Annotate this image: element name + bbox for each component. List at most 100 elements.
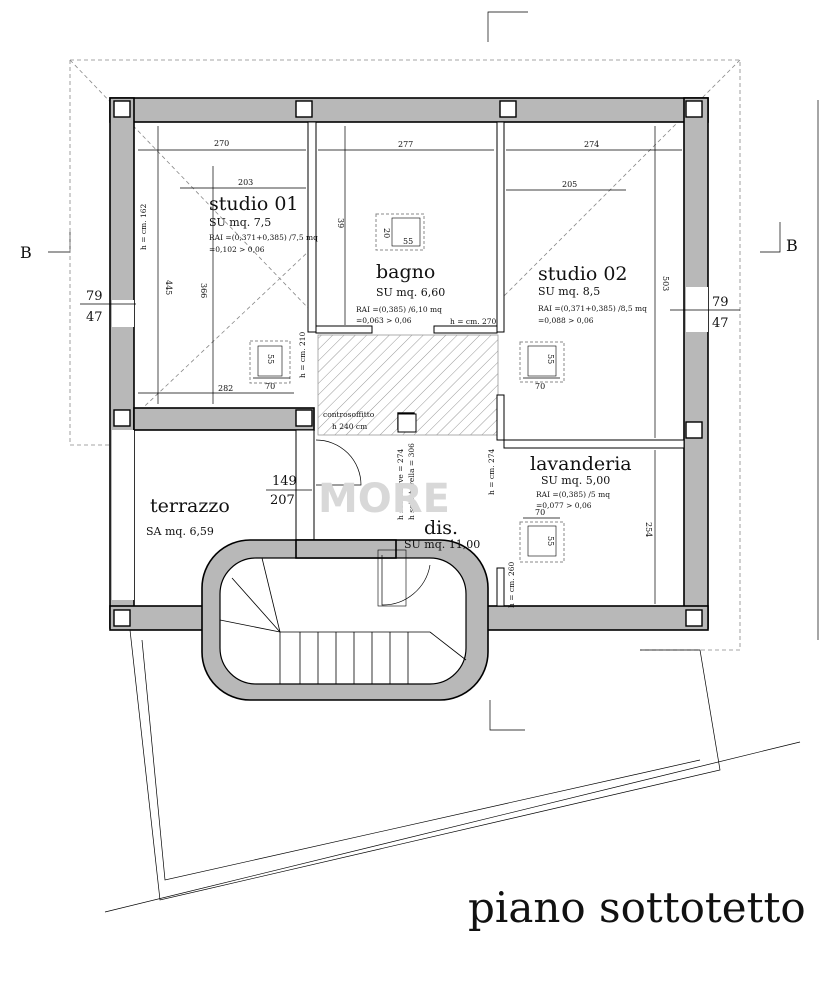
dim-39: 39 (336, 218, 345, 228)
window-left-height: 47 (86, 310, 103, 325)
wall-dis-left (295, 429, 315, 541)
controsoffitto-height: h 240 cm (332, 422, 367, 431)
ground-line (104, 741, 801, 913)
door-swing-stair (381, 555, 431, 606)
room-name-bagno: bagno (376, 261, 435, 283)
wall-lavanderia-top (503, 439, 685, 449)
door-frame-stair (377, 549, 407, 607)
dim-270: 270 (214, 139, 229, 148)
section-label-right: B (786, 236, 798, 255)
skylight-bagno (375, 213, 425, 251)
height-274: h = cm. 274 (487, 448, 496, 495)
wall-bagno-bottom-left (315, 325, 373, 334)
stair-inner (219, 557, 467, 685)
stair-landing-wall (295, 539, 397, 559)
room-rai-studio02: RAI =(0,371+0,385) /8,5 mq (538, 304, 647, 313)
ceiling-hatch (397, 413, 417, 433)
lower-outline-inner (141, 639, 701, 881)
wall-bagno-bottom-right (433, 325, 498, 334)
pillar (685, 421, 703, 439)
wall-studio01-bagno (307, 121, 317, 333)
section-mark-right-arrow (760, 222, 781, 253)
pillar (113, 100, 131, 118)
door-terrace-height: 207 (270, 493, 295, 508)
window-right-height: 47 (712, 316, 729, 331)
door-terrace-width: 149 (272, 474, 297, 489)
window-right-width: 79 (712, 295, 729, 310)
pillar (499, 100, 517, 118)
dim-282: 282 (218, 384, 233, 393)
room-area-bagno: SU mq. 6,60 (376, 286, 445, 299)
room-ratio-lavanderia: =0,077 > 0,06 (536, 501, 592, 510)
dim-55-studio02: 55 (546, 354, 555, 364)
wall-top (109, 97, 709, 123)
pillar (113, 609, 131, 627)
room-name-terrazzo: terrazzo (150, 495, 230, 517)
room-name-studio01: studio 01 (209, 193, 299, 215)
room-rai-studio01: RAI =(0,371+0,385) /7,5 mq (209, 233, 318, 242)
dim-70-lavanderia: 70 (535, 508, 545, 517)
window-left-width: 79 (86, 289, 103, 304)
dim-70-studio02: 70 (535, 382, 545, 391)
watermark: MORE (318, 476, 450, 522)
room-ratio-bagno: =0,063 > 0,06 (356, 316, 412, 325)
sottotavella-label: h sottotavella = 306 (407, 443, 416, 520)
dim-366: 366 (199, 283, 208, 298)
window-right (686, 287, 708, 332)
dim-254: 254 (644, 522, 653, 537)
dim-70-studio01: 70 (265, 382, 275, 391)
pillar (295, 409, 313, 427)
skylight-lavanderia (519, 521, 565, 563)
room-area-lavanderia: SU mq. 5,00 (541, 474, 610, 487)
room-ratio-studio01: =0,102 > 0,06 (209, 245, 265, 254)
dim-55-bagno: 55 (403, 237, 413, 246)
room-area-dis: SU mq. 11,00 (404, 538, 480, 551)
height-210: h = cm. 210 (298, 331, 307, 378)
wall-right (683, 97, 709, 629)
dim-445: 445 (164, 280, 173, 295)
terrace-opening (112, 430, 134, 600)
room-area-studio01: SU mq. 7,5 (209, 216, 271, 229)
window-left (112, 300, 134, 327)
pillar (685, 609, 703, 627)
dim-20-bagno: 20 (382, 228, 391, 238)
roof-ridge-lower (129, 249, 311, 421)
sottotrave-label: h sottotrave = 274 (396, 449, 405, 520)
stair-steps (219, 557, 467, 684)
pillar (113, 409, 131, 427)
wall-lavanderia-left (496, 567, 505, 607)
dim-205: 205 (562, 180, 577, 189)
room-name-lavanderia: lavanderia (530, 453, 632, 475)
pillar (295, 100, 313, 118)
dim-55-lavanderia: 55 (546, 536, 555, 546)
dim-55-studio01: 55 (266, 354, 275, 364)
section-label-left: B (20, 243, 32, 262)
section-corner-mark-bottom (489, 700, 525, 731)
height-bagno: h = cm. 270 (450, 317, 497, 326)
height-260: h = cm. 260 (507, 561, 516, 608)
room-name-dis: dis. (424, 517, 458, 539)
height-studio01: h = cm. 162 (139, 203, 148, 250)
dim-203: 203 (238, 178, 253, 187)
dimension-lines (80, 126, 740, 604)
plan-title: piano sottotetto (468, 883, 806, 932)
controsoffitto-label: controsoffitto (323, 410, 375, 419)
section-corner-mark-top (487, 11, 528, 42)
room-area-terrazzo: SA mq. 6,59 (146, 525, 214, 538)
lower-outline (129, 629, 721, 901)
wall-bagno-studio02 (496, 121, 505, 333)
skylight-studio01 (249, 340, 291, 384)
dim-274: 274 (584, 140, 599, 149)
door-swing-dis (315, 439, 362, 486)
skylight-studio02 (519, 341, 565, 383)
room-name-studio02: studio 02 (538, 263, 628, 285)
section-mark-left-arrow (48, 232, 71, 253)
room-rai-lavanderia: RAI =(0,385) /5 mq (536, 490, 610, 499)
room-ratio-studio02: =0,088 > 0,06 (538, 316, 594, 325)
dim-277: 277 (398, 140, 413, 149)
pillar (685, 100, 703, 118)
room-area-studio02: SU mq. 8,5 (538, 285, 600, 298)
dim-503: 503 (661, 276, 670, 291)
wall-terrace-top (133, 407, 315, 431)
